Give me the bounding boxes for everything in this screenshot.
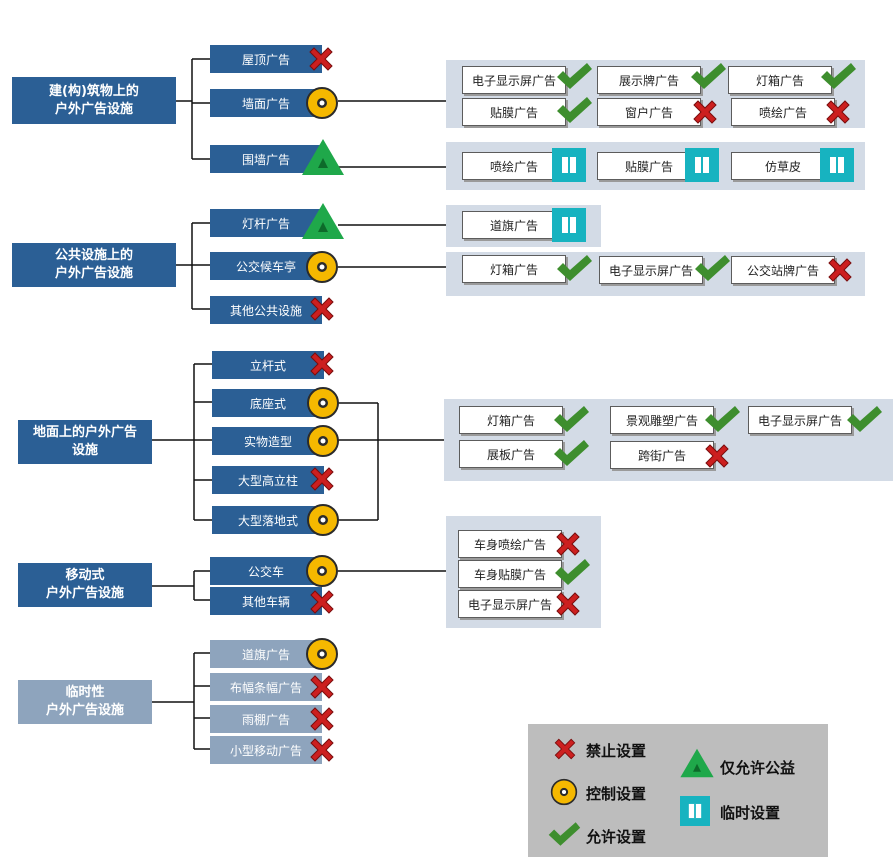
allowed-icon (548, 822, 581, 846)
detail-fence-spray: 喷绘广告 (462, 152, 566, 180)
detail-wall-film: 贴膜广告 (462, 98, 566, 126)
detail-bus-film: 车身贴膜广告 (458, 560, 562, 588)
detail-shelter-stop-sign: 公交站牌广告 (731, 256, 835, 284)
item-physical-model: 实物造型 (212, 427, 324, 455)
controlled-icon (307, 504, 339, 536)
public-only-icon (302, 139, 344, 175)
item-banner: 布幅条幅广告 (210, 673, 322, 701)
legend-forbidden-label: 禁止设置 (586, 742, 647, 760)
detail-ground-led: 电子显示屏广告 (748, 406, 852, 434)
category-ground: 地面上的户外广告 设施 (18, 420, 152, 464)
forbidden-icon (310, 352, 334, 376)
forbidden-icon (705, 444, 729, 468)
controlled-icon (306, 87, 338, 119)
controlled-icon (306, 555, 338, 587)
category-temporary: 临时性 户外广告设施 (18, 680, 152, 724)
temporary-icon (552, 208, 586, 242)
allowed-icon (554, 406, 589, 432)
detail-fence-turf: 仿草皮 (731, 152, 835, 180)
item-lamppost-ad: 灯杆广告 (210, 209, 322, 237)
forbidden-icon (310, 675, 334, 699)
allowed-icon (557, 255, 592, 281)
forbidden-icon (309, 47, 333, 71)
forbidden-icon (556, 532, 580, 556)
category-building: 建(构)筑物上的 户外广告设施 (12, 77, 176, 124)
forbidden-icon (310, 297, 334, 321)
forbidden-icon (310, 467, 334, 491)
forbidden-icon (310, 738, 334, 762)
allowed-icon (705, 406, 740, 432)
forbidden-icon (828, 258, 852, 282)
detail-ground-sculpture: 景观雕塑广告 (610, 406, 714, 434)
category-mobile: 移动式 户外广告设施 (18, 563, 152, 607)
allowed-icon (847, 406, 882, 432)
detail-shelter-lightbox: 灯箱广告 (462, 255, 566, 283)
detail-bus-led: 电子显示屏广告 (458, 590, 562, 618)
controlled-icon (306, 251, 338, 283)
item-large-column: 大型高立柱 (212, 466, 324, 494)
item-bus: 公交车 (210, 557, 322, 585)
detail-ground-street: 跨街广告 (610, 441, 714, 469)
public-only-icon (302, 203, 344, 239)
forbidden-icon (554, 738, 576, 760)
temporary-icon (820, 148, 854, 182)
allowed-icon (554, 440, 589, 466)
controlled-icon (550, 778, 578, 806)
detail-fence-film: 贴膜广告 (597, 152, 701, 180)
allowed-icon (695, 255, 730, 281)
detail-shelter-led: 电子显示屏广告 (599, 256, 703, 284)
forbidden-icon (826, 100, 850, 124)
detail-wall-led: 电子显示屏广告 (462, 66, 566, 94)
controlled-icon (307, 387, 339, 419)
detail-bus-spray: 车身喷绘广告 (458, 530, 562, 558)
item-base-type: 底座式 (212, 389, 324, 417)
item-large-floor: 大型落地式 (212, 506, 324, 534)
item-other-public: 其他公共设施 (210, 296, 322, 324)
public-only-icon (680, 748, 714, 778)
legend: 禁止设置 控制设置 允许设置 仅允许公益 临时设置 (528, 724, 828, 857)
forbidden-icon (693, 100, 717, 124)
legend-temporary-label: 临时设置 (720, 804, 781, 822)
forbidden-icon (556, 592, 580, 616)
forbidden-icon (310, 707, 334, 731)
category-public-facility: 公共设施上的 户外广告设施 (12, 243, 176, 287)
detail-wall-window: 窗户广告 (597, 98, 701, 126)
item-other-vehicle: 其他车辆 (210, 587, 322, 615)
detail-ground-board: 展板广告 (459, 440, 563, 468)
detail-wall-spray: 喷绘广告 (731, 98, 835, 126)
item-small-mobile: 小型移动广告 (210, 736, 322, 764)
forbidden-icon (310, 590, 334, 614)
detail-wall-lightbox: 灯箱广告 (728, 66, 832, 94)
item-awning: 雨棚广告 (210, 705, 322, 733)
detail-wall-display: 展示牌广告 (597, 66, 701, 94)
allowed-icon (557, 97, 592, 123)
item-pole-type: 立杆式 (212, 351, 324, 379)
allowed-icon (557, 63, 592, 89)
temporary-icon (685, 148, 719, 182)
temporary-icon (680, 796, 710, 826)
item-fence-ad: 围墙广告 (210, 145, 322, 173)
item-wall-ad: 墙面广告 (210, 89, 322, 117)
legend-allowed-label: 允许设置 (586, 828, 647, 846)
temporary-icon (552, 148, 586, 182)
detail-lamppost-flag: 道旗广告 (462, 211, 566, 239)
allowed-icon (821, 63, 856, 89)
item-roof-ad: 屋顶广告 (210, 45, 322, 73)
item-road-flag: 道旗广告 (210, 640, 322, 668)
item-bus-shelter: 公交候车亭 (210, 252, 322, 280)
allowed-icon (555, 559, 590, 585)
legend-controlled-label: 控制设置 (586, 785, 647, 803)
allowed-icon (691, 63, 726, 89)
controlled-icon (307, 425, 339, 457)
detail-ground-lightbox: 灯箱广告 (459, 406, 563, 434)
controlled-icon (306, 638, 338, 670)
legend-public-only-label: 仅允许公益 (720, 759, 796, 777)
